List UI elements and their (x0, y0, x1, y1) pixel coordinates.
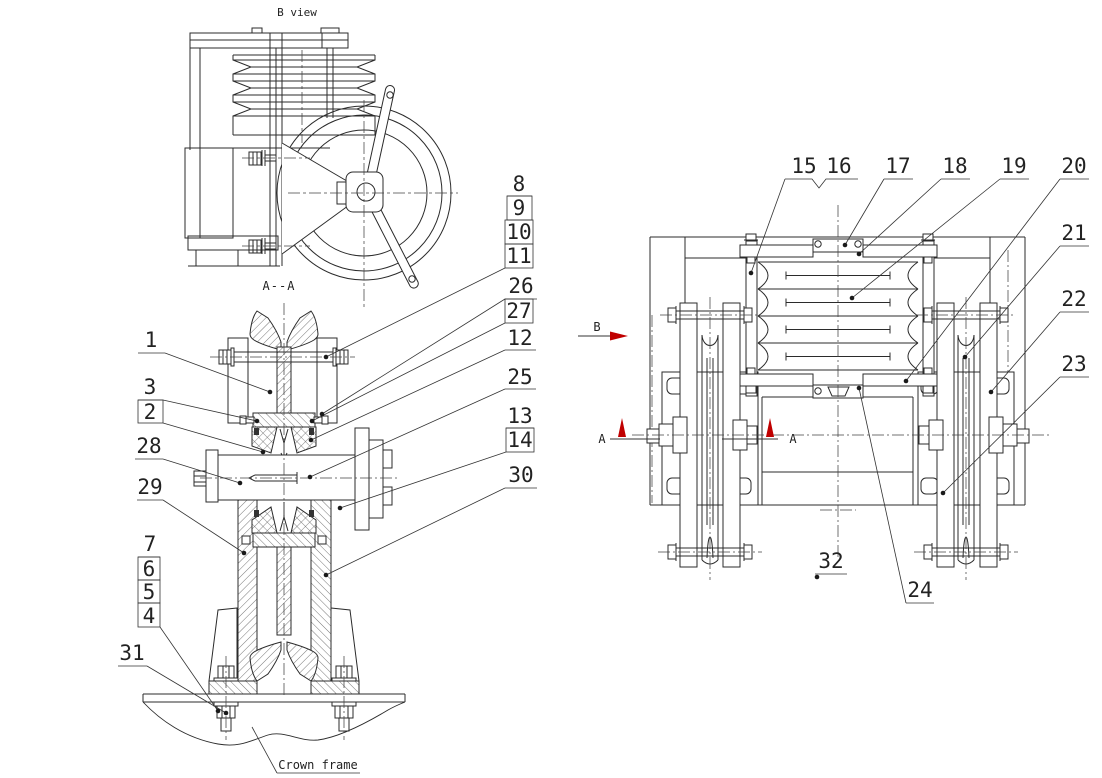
callout-4: 4 (143, 604, 156, 628)
view-sheave-section (142, 303, 406, 746)
callout-23: 23 (1061, 352, 1086, 376)
view-b-marker: B (578, 320, 628, 341)
callout-leaders (118, 178, 1089, 774)
b-direction-arrow (610, 331, 628, 341)
callout-13: 13 (507, 404, 532, 428)
callout-1: 1 (145, 328, 158, 352)
callout-labels: 1 3 2 28 29 7 6 5 4 31 8 9 10 11 26 27 1… (119, 154, 1086, 665)
view-section-b (184, 27, 458, 310)
view-b-title: B view (277, 6, 317, 19)
callout-15: 15 (791, 154, 816, 178)
callout-5: 5 (143, 580, 156, 604)
view-front (632, 205, 1050, 580)
callout-25: 25 (507, 365, 532, 389)
callout-21: 21 (1061, 221, 1086, 245)
callout-3: 3 (144, 375, 157, 399)
leader-dots (215, 242, 994, 716)
callout-8: 8 (513, 172, 526, 196)
callout-2: 2 (144, 400, 157, 424)
callout-6: 6 (143, 557, 156, 581)
callout-32: 32 (818, 549, 843, 573)
callout-19: 19 (1001, 154, 1026, 178)
crown-frame-label: Crown frame (278, 758, 357, 772)
marker-a-left-label: A (598, 432, 606, 446)
callout-20: 20 (1061, 154, 1086, 178)
callout-31: 31 (119, 641, 144, 665)
a-section-arrow-right (766, 418, 774, 437)
callout-11: 11 (506, 244, 531, 268)
callout-26: 26 (508, 274, 533, 298)
callout-18: 18 (942, 154, 967, 178)
callout-24: 24 (907, 578, 932, 602)
callout-27: 27 (506, 299, 531, 323)
callout-14: 14 (507, 428, 532, 452)
section-aa-label: A--A (263, 279, 296, 293)
callout-12: 12 (507, 326, 532, 350)
callout-17: 17 (885, 154, 910, 178)
callout-7: 7 (144, 532, 157, 556)
marker-a-right-label: A (789, 432, 797, 446)
callout-22: 22 (1061, 287, 1086, 311)
callout-28: 28 (136, 434, 161, 458)
section-a-markers: A A (598, 418, 797, 446)
callout-16: 16 (826, 154, 851, 178)
marker-b-label: B (593, 320, 600, 334)
callout-10: 10 (506, 220, 531, 244)
callout-30: 30 (508, 463, 533, 487)
a-section-arrow-left (618, 418, 626, 437)
callout-29: 29 (137, 475, 162, 499)
callout-9: 9 (513, 196, 526, 220)
